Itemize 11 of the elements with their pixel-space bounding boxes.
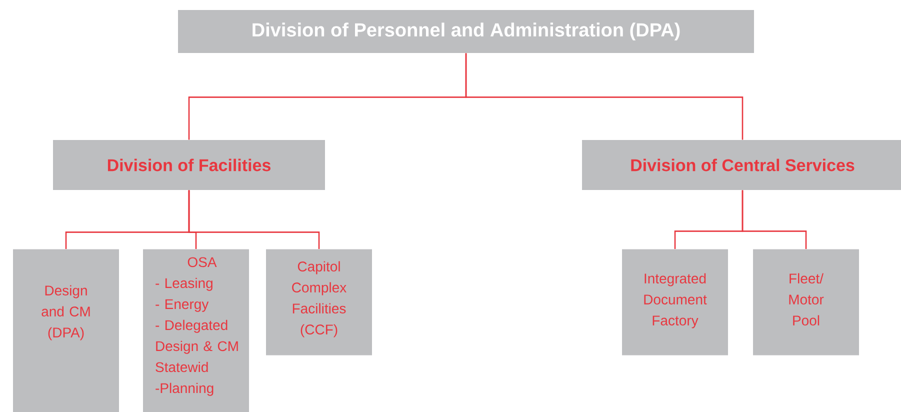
connector-line bbox=[465, 53, 744, 140]
org-box: Integrated Document Factory bbox=[622, 249, 728, 356]
org-box: OSA - Leasing - Energy - Delegated Design & CM Statewid -Planning bbox=[143, 249, 249, 412]
org-box: Design and CM (DPA) bbox=[13, 249, 119, 412]
org-box: Capitol Complex Facilities (CCF) bbox=[266, 249, 372, 356]
org-box: Division of Personnel and Administration (DPA) bbox=[178, 10, 754, 53]
org-box: Division of Central Services bbox=[582, 140, 901, 190]
connector-line bbox=[188, 190, 320, 249]
org-box: Fleet/ Motor Pool bbox=[753, 249, 860, 356]
org-box: Division of Facilities bbox=[53, 140, 325, 190]
connector-line bbox=[742, 190, 807, 249]
